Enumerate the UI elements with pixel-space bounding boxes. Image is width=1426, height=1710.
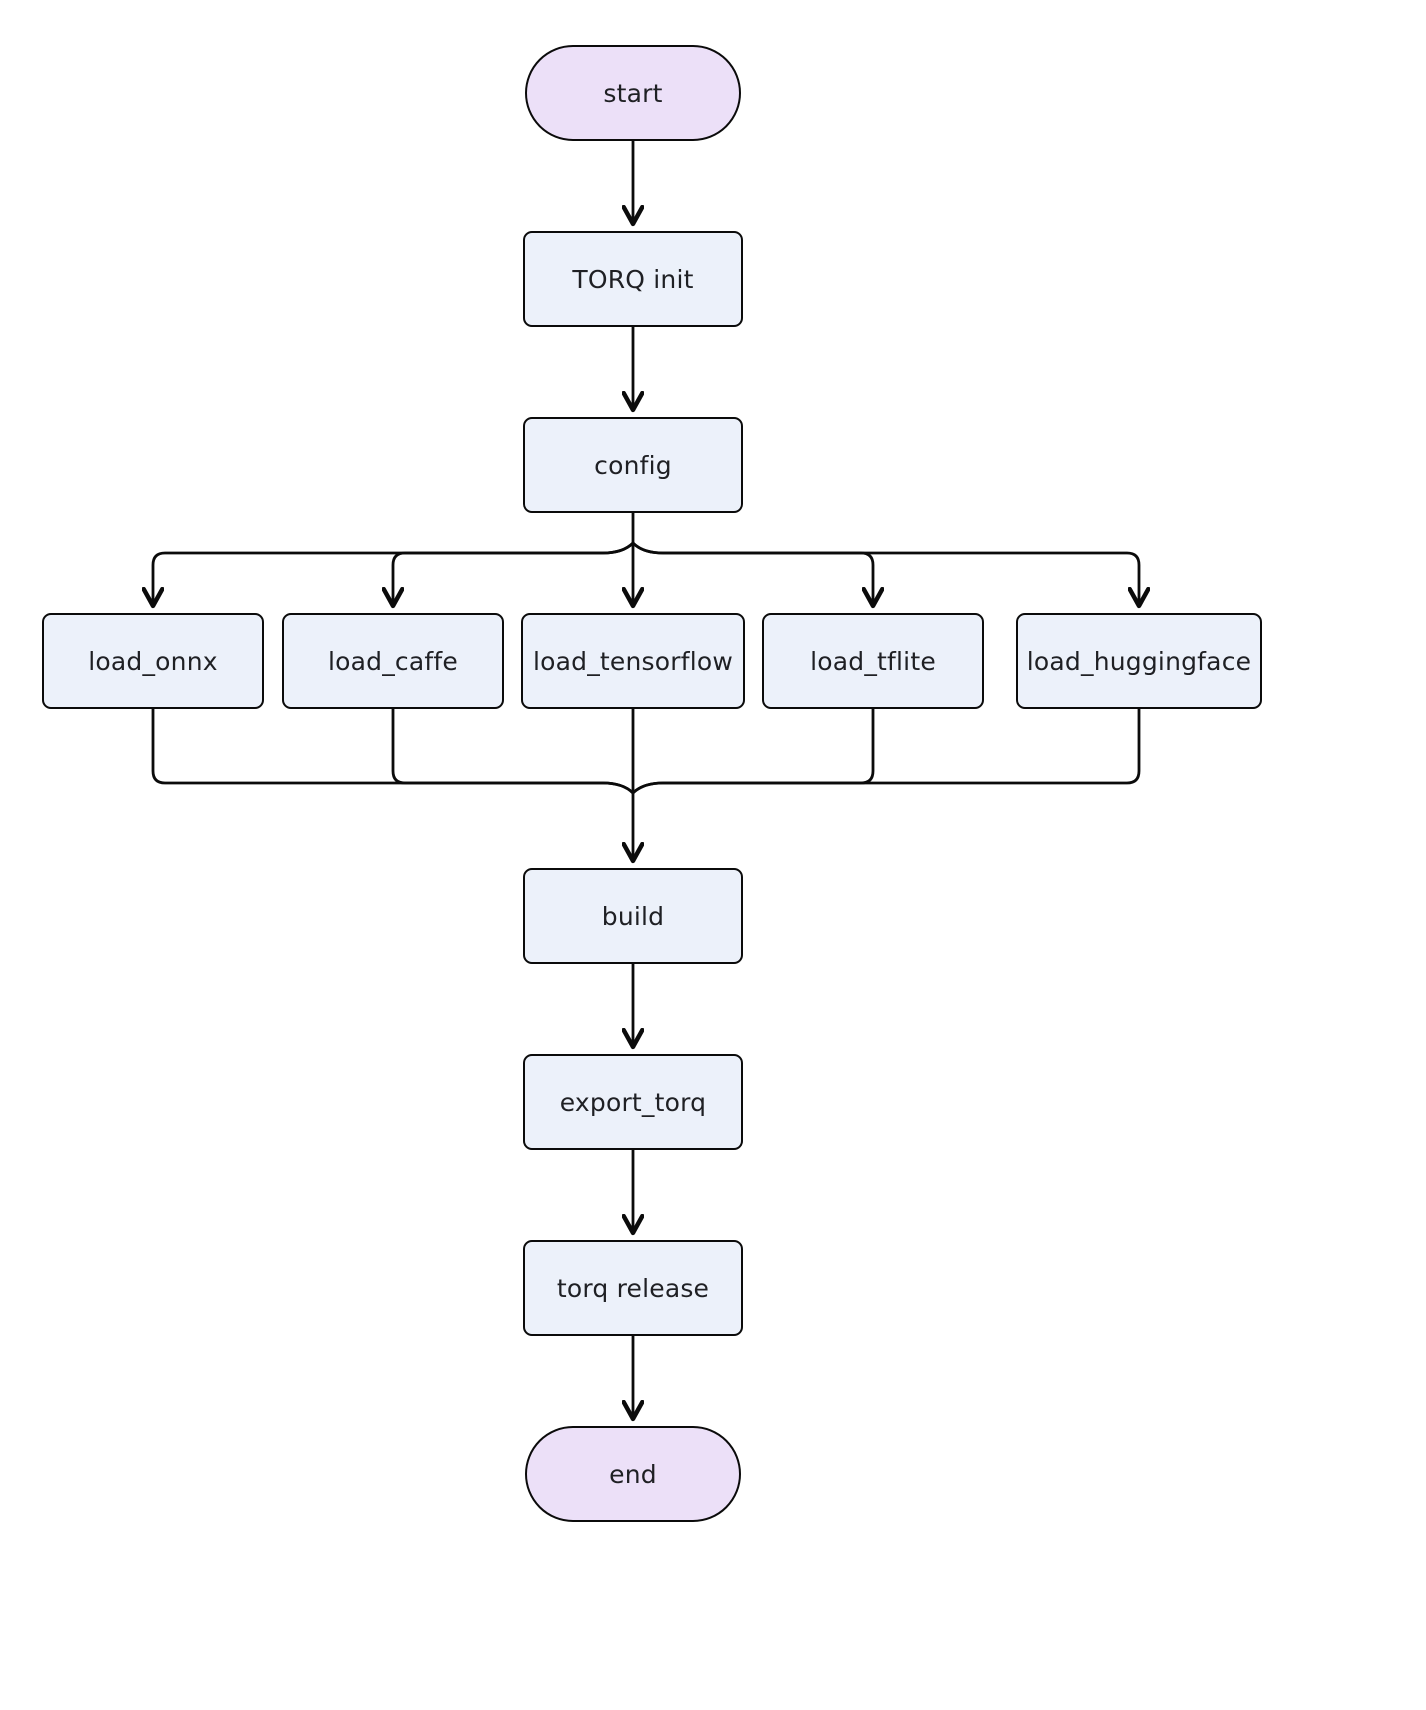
node-load-huggingface[interactable]: load_huggingface [1016,613,1262,709]
edge-config-to-load-tflite [632,541,873,604]
node-load-tflite-label: load_tflite [810,646,936,676]
node-start-label: start [603,78,663,108]
node-start[interactable]: start [525,45,741,141]
edge-config-to-load-huggingface [632,541,1139,604]
node-build[interactable]: build [523,868,743,964]
node-config[interactable]: config [523,417,743,513]
node-load-onnx-label: load_onnx [88,646,218,676]
node-build-label: build [601,901,665,931]
node-torq-init-label: TORQ init [572,264,694,294]
node-torq-init[interactable]: TORQ init [523,231,743,327]
edge-load-onnx-to-build [151,709,634,795]
node-export-torq[interactable]: export_torq [523,1054,743,1150]
node-export-torq-label: export_torq [559,1087,707,1117]
edge-load-caffe-to-build [391,709,634,795]
node-end[interactable]: end [525,1426,741,1522]
edge-load-tflite-to-build [632,709,875,795]
node-torq-release-label: torq release [556,1273,710,1303]
edge-config-to-load-caffe [393,541,634,604]
node-load-caffe[interactable]: load_caffe [282,613,504,709]
node-end-label: end [609,1459,657,1489]
edge-config-to-load-onnx [153,541,634,604]
node-load-caffe-label: load_caffe [328,646,458,676]
node-load-onnx[interactable]: load_onnx [42,613,264,709]
edge-load-huggingface-to-build [632,709,1141,795]
node-load-tensorflow[interactable]: load_tensorflow [521,613,745,709]
node-config-label: config [594,450,672,480]
node-load-tensorflow-label: load_tensorflow [532,646,734,676]
node-load-huggingface-label: load_huggingface [1026,646,1252,676]
node-torq-release[interactable]: torq release [523,1240,743,1336]
node-load-tflite[interactable]: load_tflite [762,613,984,709]
